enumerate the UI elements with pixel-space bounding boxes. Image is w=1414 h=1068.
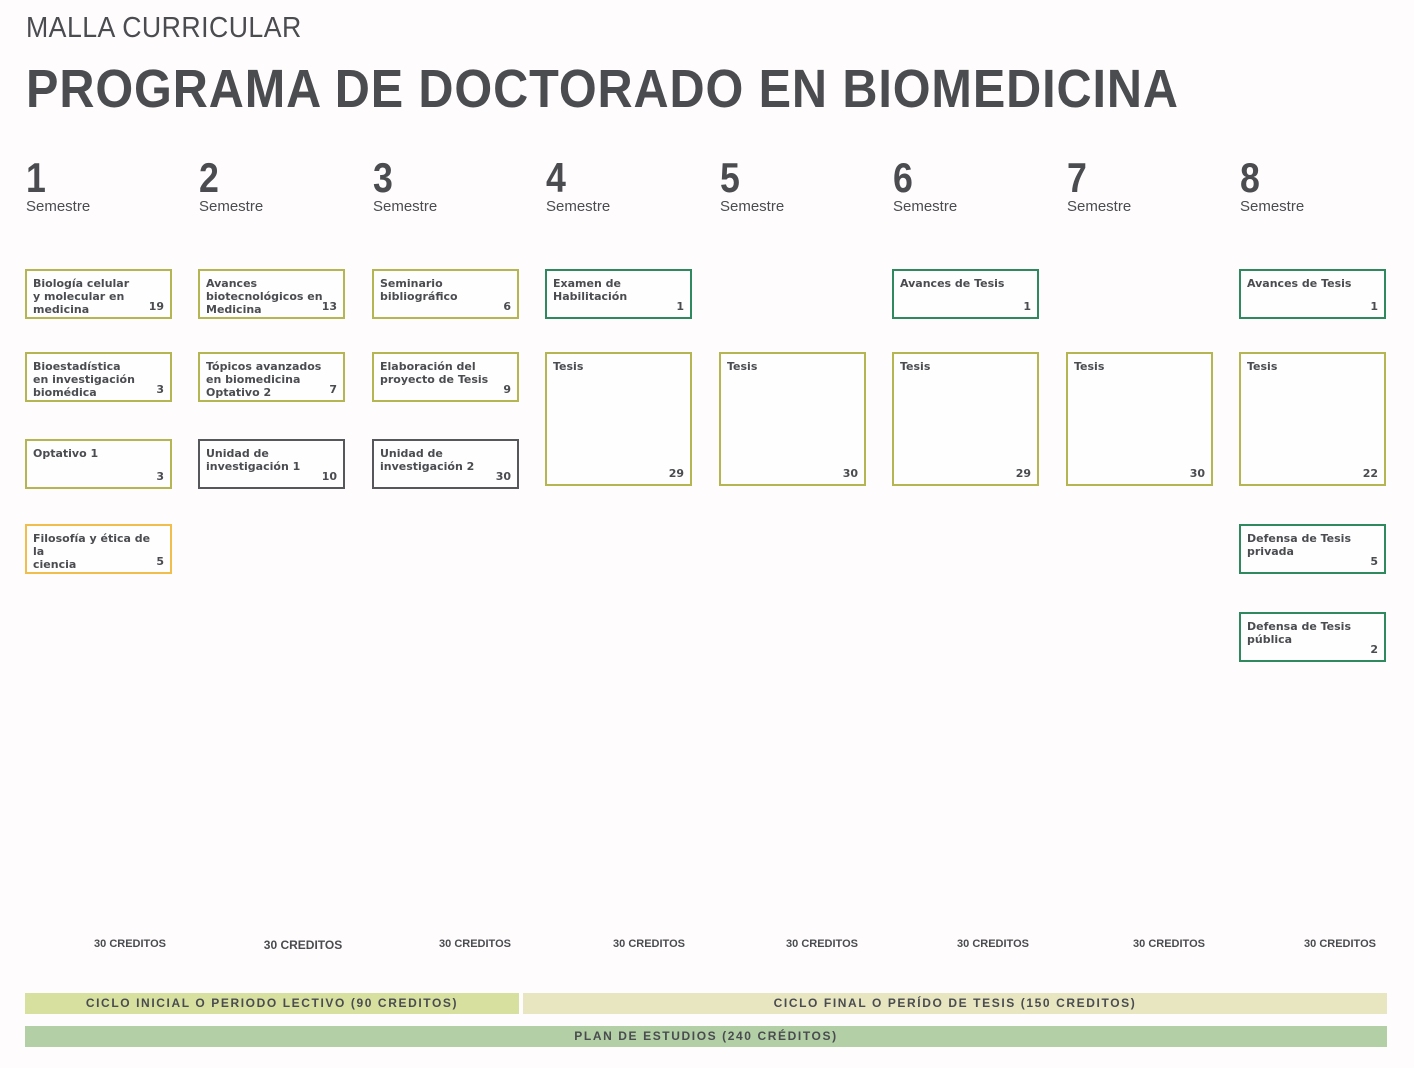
course-name: Defensa de Tesis privada	[1247, 532, 1352, 558]
course-credits: 6	[503, 300, 511, 313]
course-name: Filosofía y ética de la ciencia	[33, 532, 151, 571]
course-credits: 2	[1370, 643, 1378, 656]
course-box[interactable]: Examen de Habilitación 1	[545, 269, 692, 319]
course-name: Tesis	[1074, 360, 1105, 373]
course-name: Avances de Tesis	[900, 277, 1005, 290]
course-box[interactable]: Defensa de Tesis privada 5	[1239, 524, 1386, 574]
course-name: Tesis	[1247, 360, 1278, 373]
semester-label: Semestre	[373, 198, 438, 215]
course-box[interactable]: Tópicos avanzados en biomedicina Optativ…	[198, 352, 345, 402]
course-name: Elaboración del proyecto de Tesis	[380, 360, 489, 386]
plan-bar: PLAN DE ESTUDIOS (240 CRÉDITOS)	[25, 1026, 1387, 1047]
semester-number: 5	[720, 154, 740, 201]
course-credits: 10	[321, 470, 337, 483]
semester-label: Semestre	[26, 198, 91, 215]
semester-number: 2	[199, 154, 219, 201]
course-name: Seminario bibliográfico	[380, 277, 458, 303]
course-credits: 5	[156, 555, 164, 568]
course-box[interactable]: Avances de Tesis 1	[1239, 269, 1386, 319]
course-box[interactable]: Tesis 30	[719, 352, 866, 486]
course-name: Unidad de investigación 1	[206, 447, 301, 473]
semester-credits: 30 CREDITOS	[1304, 938, 1376, 950]
course-credits: 30	[495, 470, 511, 483]
course-credits: 1	[1370, 300, 1378, 313]
course-name: Optativo 1	[33, 447, 99, 460]
semester-label: Semestre	[1240, 198, 1305, 215]
course-credits: 3	[156, 470, 164, 483]
course-name: Avances biotecnológicos en Medicina	[206, 277, 323, 316]
semester-credits: 30 CREDITOS	[957, 938, 1029, 950]
course-credits: 22	[1362, 467, 1378, 480]
course-credits: 29	[668, 467, 684, 480]
course-box[interactable]: Seminario bibliográfico 6	[372, 269, 519, 319]
semester-credits: 30 CREDITOS	[263, 938, 343, 952]
course-box[interactable]: Filosofía y ética de la ciencia 5	[25, 524, 172, 574]
course-box[interactable]: Defensa de Tesis pública 2	[1239, 612, 1386, 662]
semester-label: Semestre	[546, 198, 611, 215]
course-name: Bioestadística en investigación biomédic…	[33, 360, 135, 399]
course-credits: 29	[1015, 467, 1031, 480]
semester-credits: 30 CREDITOS	[786, 938, 858, 950]
course-name: Tesis	[900, 360, 931, 373]
course-credits: 1	[1023, 300, 1031, 313]
semester-credits: 30 CREDITOS	[613, 938, 685, 950]
course-box[interactable]: Unidad de investigación 1 10	[198, 439, 345, 489]
subtitle: MALLA CURRICULAR	[26, 12, 302, 44]
semester-number: 7	[1067, 154, 1087, 201]
course-credits: 3	[156, 383, 164, 396]
course-box[interactable]: Elaboración del proyecto de Tesis 9	[372, 352, 519, 402]
semester-label: Semestre	[1067, 198, 1132, 215]
course-box[interactable]: Tesis 30	[1066, 352, 1213, 486]
course-box[interactable]: Optativo 1 3	[25, 439, 172, 489]
course-box[interactable]: Bioestadística en investigación biomédic…	[25, 352, 172, 402]
semester-label: Semestre	[893, 198, 958, 215]
course-name: Examen de Habilitación	[553, 277, 628, 303]
course-name: Tópicos avanzados en biomedicina Optativ…	[206, 360, 322, 399]
course-box[interactable]: Avances de Tesis 1	[892, 269, 1039, 319]
course-credits: 5	[1370, 555, 1378, 568]
semester-number: 6	[893, 154, 913, 201]
semester-credits: 30 CREDITOS	[94, 938, 166, 950]
cycle-final-bar: CICLO FINAL O PERÍDO DE TESIS (150 CREDI…	[523, 993, 1387, 1014]
course-credits: 1	[676, 300, 684, 313]
semester-number: 8	[1240, 154, 1260, 201]
course-credits: 9	[503, 383, 511, 396]
course-credits: 19	[148, 300, 164, 313]
semester-credits: 30 CREDITOS	[439, 938, 511, 950]
semester-number: 1	[26, 154, 46, 201]
semester-number: 3	[373, 154, 393, 201]
semester-credits: 30 CREDITOS	[1133, 938, 1205, 950]
course-name: Tesis	[727, 360, 758, 373]
course-name: Tesis	[553, 360, 584, 373]
course-name: Unidad de investigación 2	[380, 447, 475, 473]
course-credits: 30	[1189, 467, 1205, 480]
course-box[interactable]: Biología celular y molecular en medicina…	[25, 269, 172, 319]
course-box[interactable]: Tesis 22	[1239, 352, 1386, 486]
semester-label: Semestre	[199, 198, 264, 215]
semester-label: Semestre	[720, 198, 785, 215]
course-credits: 13	[321, 300, 337, 313]
course-box[interactable]: Tesis 29	[545, 352, 692, 486]
course-name: Defensa de Tesis pública	[1247, 620, 1352, 646]
course-box[interactable]: Unidad de investigación 2 30	[372, 439, 519, 489]
cycle-initial-bar: CICLO INICIAL O PERIODO LECTIVO (90 CRED…	[25, 993, 519, 1014]
course-box[interactable]: Tesis 29	[892, 352, 1039, 486]
page-title: PROGRAMA DE DOCTORADO EN BIOMEDICINA	[26, 59, 1179, 119]
course-name: Biología celular y molecular en medicina	[33, 277, 130, 316]
course-credits: 7	[329, 383, 337, 396]
course-name: Avances de Tesis	[1247, 277, 1352, 290]
semester-number: 4	[546, 154, 566, 201]
course-credits: 30	[842, 467, 858, 480]
